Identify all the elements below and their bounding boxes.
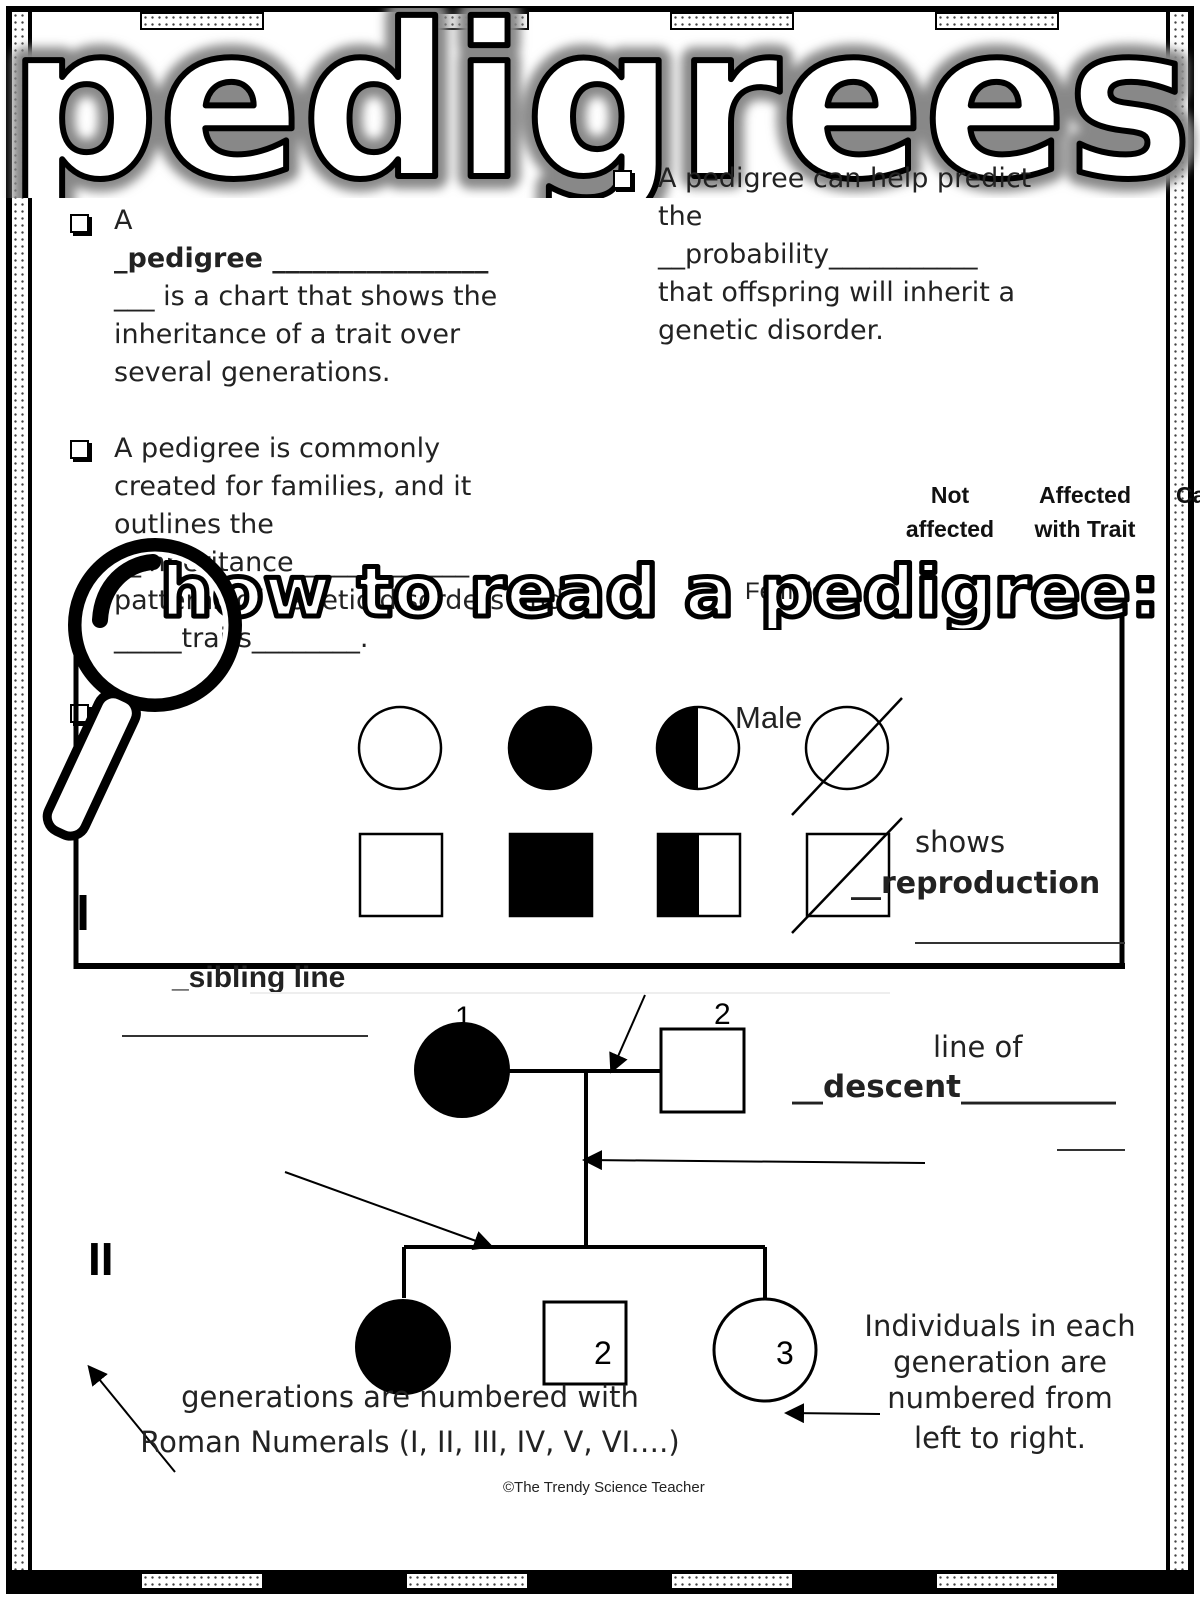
number-label: 2 bbox=[714, 998, 731, 1031]
magnifying-glass-icon bbox=[42, 538, 242, 841]
label-reproduction: __reproduction bbox=[851, 866, 1101, 901]
note-individuals: Individuals in each generation are numbe… bbox=[855, 1308, 1145, 1456]
child-female-unaffected bbox=[712, 1297, 818, 1403]
number-label: 3 bbox=[776, 1335, 794, 1371]
label-sibling-line: _sibling line bbox=[172, 961, 346, 994]
arrow-descent bbox=[582, 1150, 926, 1171]
border-tab bbox=[670, 1572, 794, 1590]
female-carrier-symbol bbox=[655, 705, 741, 791]
note-line: outlines the bbox=[114, 509, 274, 540]
note-line: generations are numbered with bbox=[181, 1380, 639, 1414]
child-male-unaffected bbox=[542, 1300, 628, 1386]
page-title: pedigrees pedigrees bbox=[0, 8, 1200, 198]
note-generations: generations are numbered with Roman Nume… bbox=[140, 1375, 680, 1465]
blank-underline bbox=[915, 942, 1125, 944]
checkbox-bullet-icon bbox=[70, 214, 89, 233]
arrow-sibling bbox=[284, 1171, 494, 1250]
number-label: 1 bbox=[455, 1001, 472, 1034]
arrow-marriage bbox=[609, 994, 646, 1074]
inner-border-left bbox=[28, 12, 32, 1582]
note-definition: A _pedigree ________________ ___ is a ch… bbox=[114, 202, 554, 392]
generation-label: II bbox=[88, 1233, 114, 1285]
border-tab bbox=[140, 12, 264, 30]
border-tab bbox=[405, 12, 529, 30]
male-carrier-symbol bbox=[656, 832, 742, 918]
checkbox-bullet-icon bbox=[70, 440, 89, 459]
note-line: numbered from bbox=[887, 1381, 1113, 1415]
title-shadow: pedigrees bbox=[8, 8, 1193, 198]
note-line: Roman Numerals (I, II, III, IV, V, VI….) bbox=[140, 1425, 680, 1459]
female-deceased-symbol bbox=[791, 697, 903, 816]
key-header-not-affected: Not affected bbox=[905, 482, 995, 542]
left-dotted-border bbox=[12, 12, 28, 1588]
note-line: Individuals in each bbox=[864, 1309, 1136, 1343]
note-term: _pedigree ________________ bbox=[114, 243, 489, 274]
credit-text: ©The Trendy Science Teacher bbox=[503, 1479, 705, 1496]
key-header-cut: Ca bbox=[1176, 482, 1200, 508]
label-descent: __descent__________ bbox=[792, 1069, 1116, 1105]
female-unaffected-symbol bbox=[357, 705, 443, 791]
border-tab bbox=[140, 1572, 264, 1590]
note-line: ___ is a chart that shows the bbox=[114, 281, 498, 312]
note-line: the bbox=[658, 201, 703, 232]
note-families: A pedigree is commonly created for famil… bbox=[114, 430, 614, 658]
note-line: generation are bbox=[893, 1345, 1107, 1379]
note-line: left to right. bbox=[914, 1421, 1086, 1455]
key-label-female: Female bbox=[745, 578, 826, 605]
title-text: pedigrees bbox=[8, 8, 1193, 198]
note-line: genetic disorder. bbox=[658, 315, 884, 346]
note-line: __probability___________ bbox=[658, 239, 978, 270]
parent-male-unaffected bbox=[659, 1027, 746, 1114]
subtitle: how to read a pedigree: bbox=[158, 549, 1163, 631]
border-tab bbox=[670, 12, 794, 30]
note-a: A bbox=[114, 205, 133, 236]
note-line: several generations. bbox=[114, 357, 391, 388]
note-predict: A pedigree can help predict the __probab… bbox=[658, 160, 1128, 350]
border-tab bbox=[935, 12, 1059, 30]
note-line: that offspring will inherit a bbox=[658, 277, 1015, 308]
blank-underline bbox=[1057, 1149, 1125, 1151]
key-label-male: Male bbox=[735, 700, 803, 735]
number-label: 2 bbox=[594, 1335, 612, 1371]
right-dotted-border bbox=[1172, 12, 1188, 1588]
border-tab bbox=[935, 1572, 1059, 1590]
child-female-affected bbox=[355, 1299, 451, 1395]
page-border bbox=[6, 6, 1194, 1594]
checkbox-bullet-icon bbox=[613, 170, 632, 189]
male-deceased-symbol bbox=[791, 817, 903, 934]
parent-female-affected bbox=[414, 1022, 510, 1118]
border-tab bbox=[405, 1572, 529, 1590]
blank-underline bbox=[122, 1035, 368, 1037]
label-line-of: line of bbox=[933, 1030, 1023, 1064]
note-line: A pedigree can help predict bbox=[658, 163, 1032, 194]
subtitle-text: how to read a pedigree: bbox=[160, 551, 1160, 630]
key-header-affected: Affected with Trait bbox=[1034, 482, 1136, 542]
note-line: created for families, and it bbox=[114, 471, 472, 502]
arrow-generations bbox=[87, 1364, 176, 1473]
arrow-individuals bbox=[784, 1403, 881, 1424]
male-unaffected-symbol bbox=[358, 832, 444, 918]
inner-border-right bbox=[1166, 12, 1170, 1582]
note-line: inheritance of a trait over bbox=[114, 319, 461, 350]
male-affected-symbol bbox=[508, 832, 594, 918]
note-line: patterns of genetic disorders and bbox=[114, 585, 564, 616]
bottom-bar bbox=[12, 1570, 1188, 1588]
note-line: A pedigree is commonly bbox=[114, 433, 441, 464]
label-shows: shows bbox=[915, 825, 1006, 859]
female-affected-symbol bbox=[507, 705, 593, 791]
